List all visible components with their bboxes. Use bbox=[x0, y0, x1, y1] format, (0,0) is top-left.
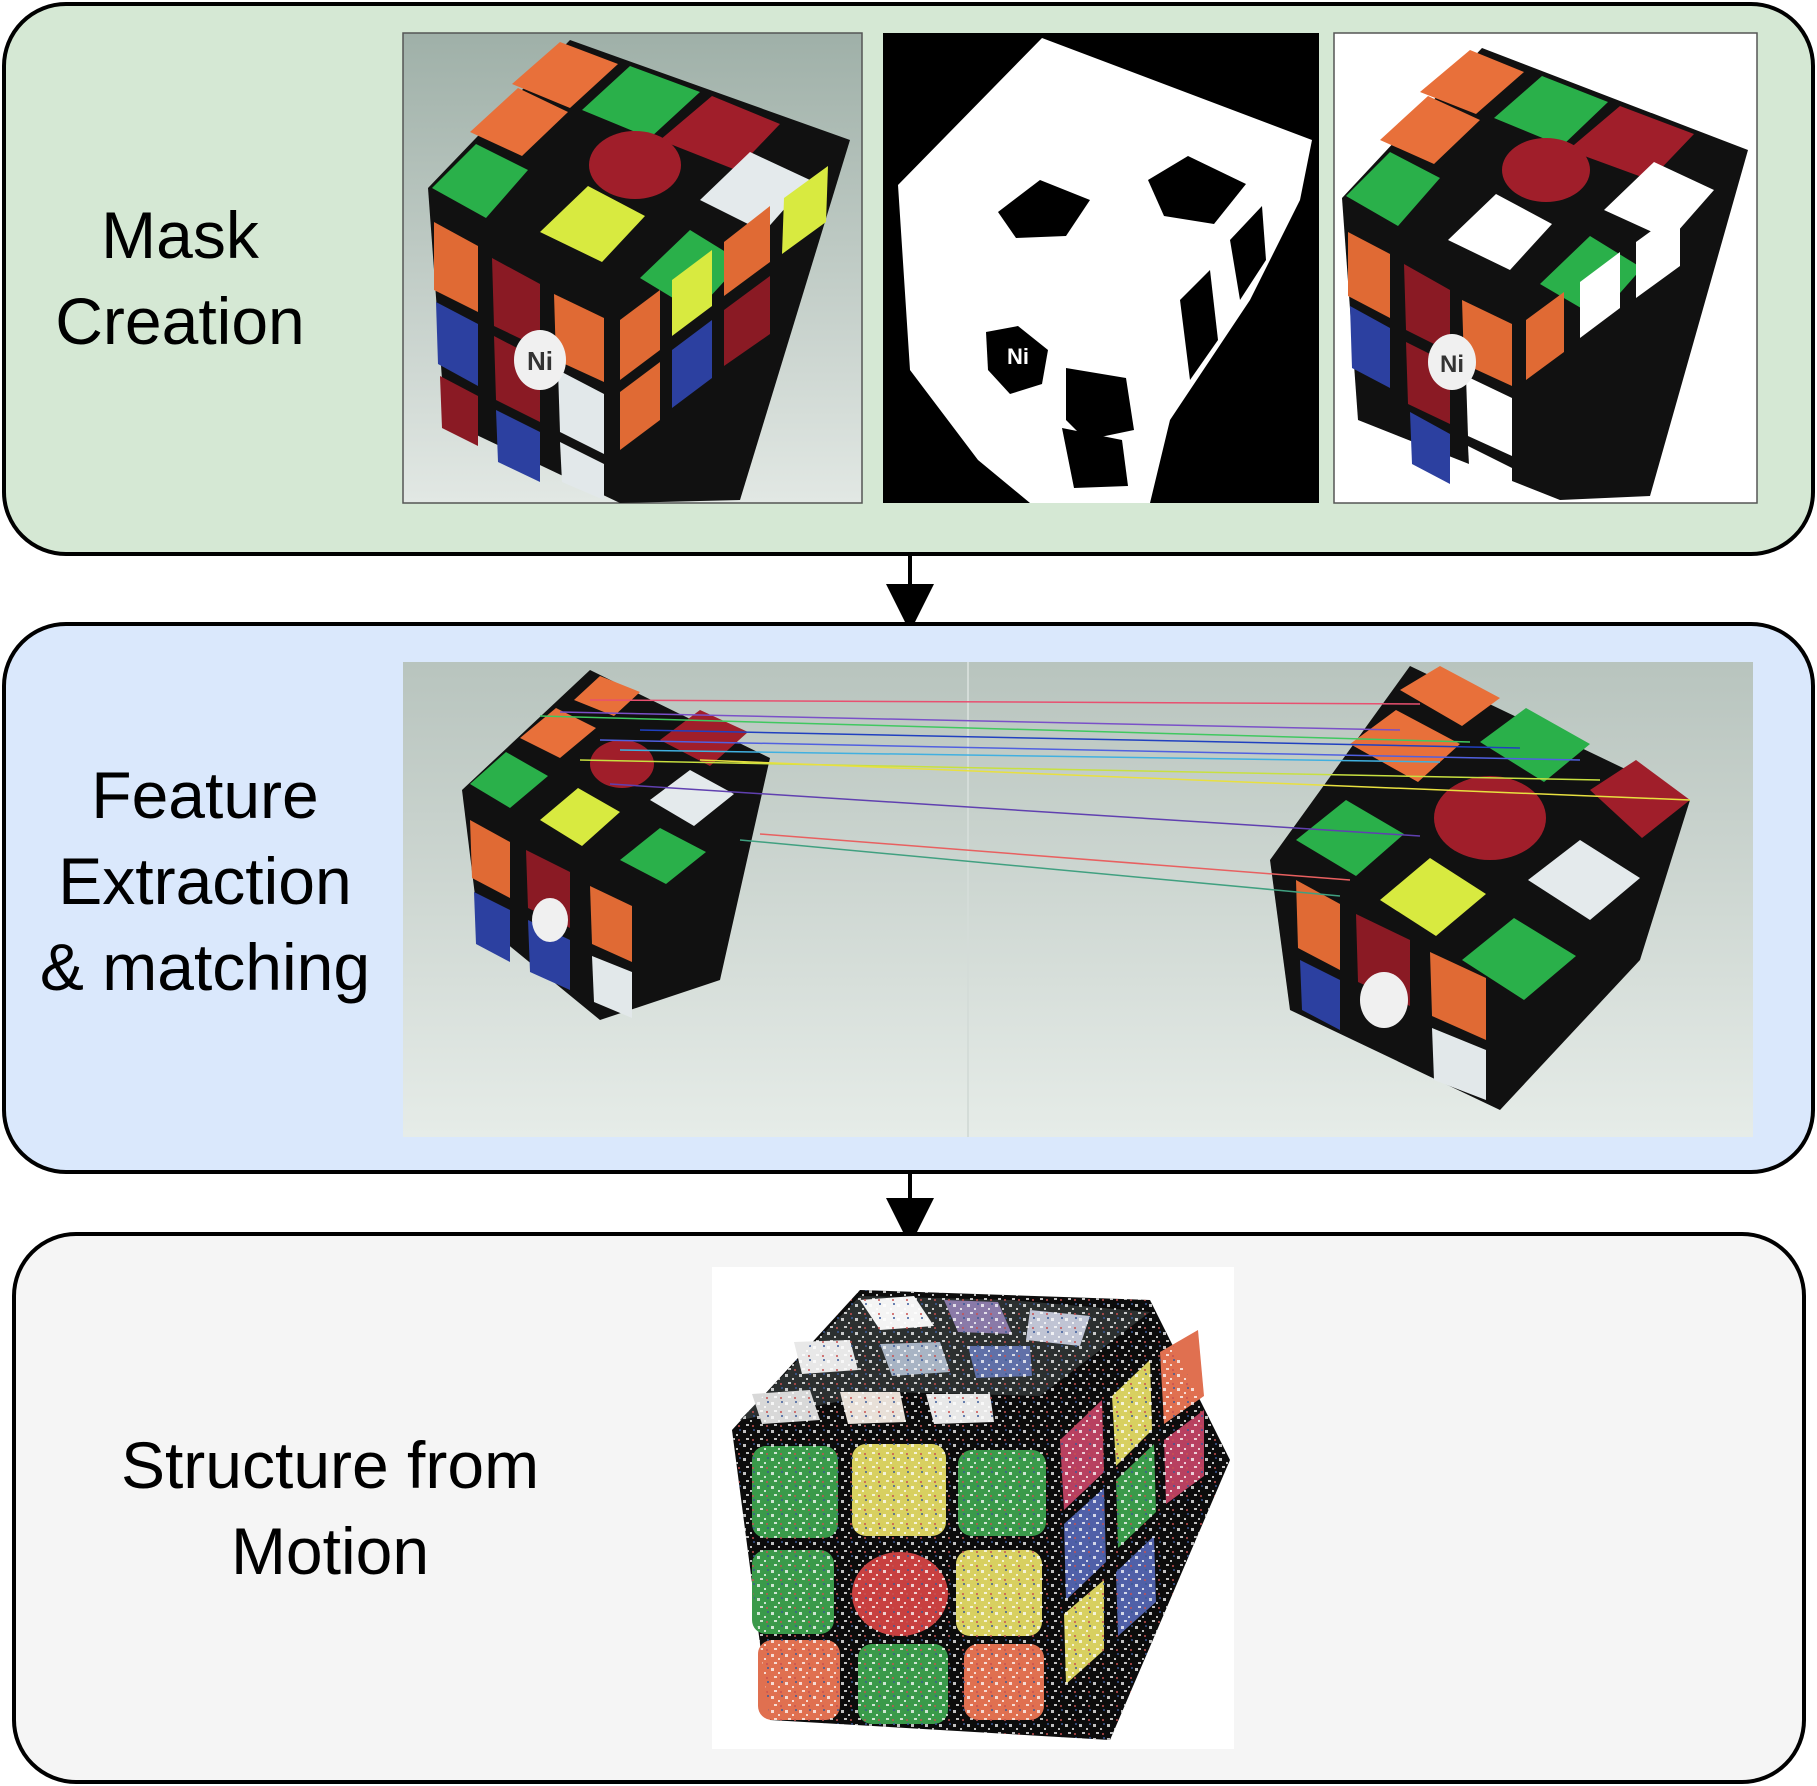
cube-right bbox=[1270, 666, 1690, 1110]
stage-label-feature-line-1: Feature bbox=[91, 758, 319, 832]
mask-binary-image: Ni bbox=[883, 33, 1319, 503]
stage-label-sfm-line-1: Structure from bbox=[120, 1428, 540, 1502]
stage-label-feature-line-2: Extraction bbox=[58, 844, 352, 918]
masked-logo-text: Ni bbox=[1440, 351, 1464, 378]
mask-logo-text: Ni bbox=[1007, 344, 1029, 369]
point-cloud-image bbox=[712, 1267, 1234, 1749]
feature-matching-image bbox=[403, 662, 1753, 1137]
cube-logo-text: Ni bbox=[527, 346, 553, 376]
stage-label-mask-line-1: Mask bbox=[101, 198, 259, 272]
stage-label-sfm-line-2: Motion bbox=[230, 1514, 430, 1588]
cube-left bbox=[462, 670, 770, 1020]
stage-label-feature: Feature Extraction & matching bbox=[10, 752, 400, 1010]
mask-input-photo: Ni bbox=[402, 32, 863, 504]
stage-label-sfm: Structure from Motion bbox=[80, 1422, 580, 1594]
masked-cube-image: Ni bbox=[1333, 32, 1758, 504]
stage-label-mask-line-2: Creation bbox=[55, 284, 305, 358]
feature-match-lines bbox=[539, 699, 1691, 897]
stage-label-feature-line-3: & matching bbox=[39, 930, 371, 1004]
stage-label-mask: Mask Creation bbox=[20, 192, 340, 364]
cube-render-original: Ni bbox=[428, 40, 850, 503]
